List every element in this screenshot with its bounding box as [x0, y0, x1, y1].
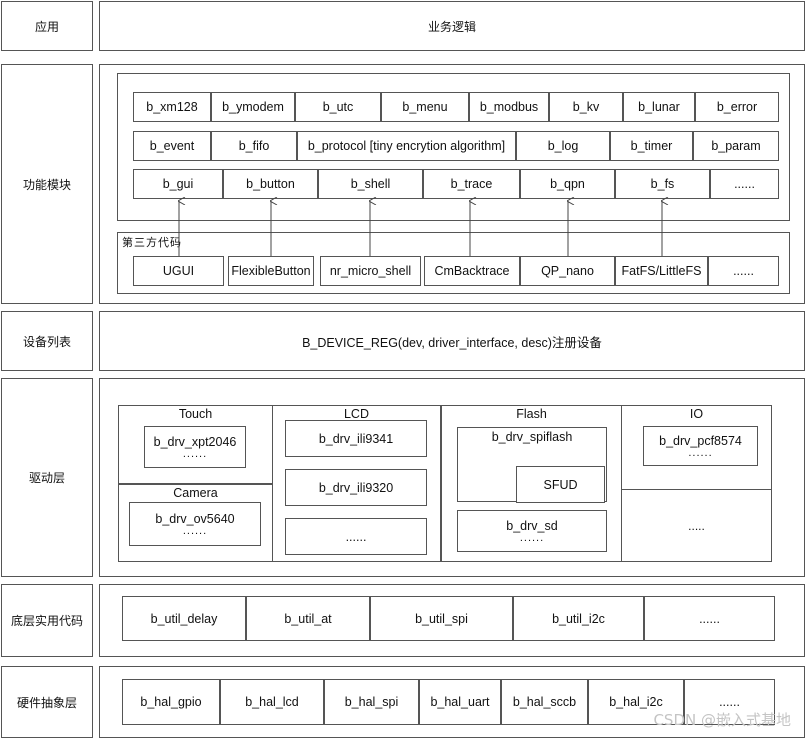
third-party-fatfs-littlefs: FatFS/LittleFS [615, 256, 708, 286]
module-b-menu: b_menu [381, 92, 469, 122]
hal-more: ...... [684, 679, 775, 725]
driver-flash-title: Flash [516, 407, 547, 421]
driver-ov5640: b_drv_ov5640...... [129, 502, 261, 546]
module-b-trace: b_trace [423, 169, 520, 199]
module-b-kv: b_kv [549, 92, 623, 122]
util-at: b_util_at [246, 596, 370, 641]
module-b-log: b_log [516, 131, 610, 161]
hal-gpio: b_hal_gpio [122, 679, 220, 725]
driver-lcd-more: ...... [285, 518, 427, 555]
driver-lcd-title: LCD [343, 407, 369, 421]
layer-label-app: 应用 [1, 1, 93, 51]
layer-label-util: 底层实用代码 [1, 584, 93, 657]
module-b-qpn: b_qpn [520, 169, 615, 199]
module-b-timer: b_timer [610, 131, 693, 161]
driver-sfud: SFUD [516, 466, 605, 503]
third-party-cmbacktrace: CmBacktrace [424, 256, 520, 286]
driver-spiflash-label: b_drv_spiflash [491, 430, 573, 444]
util-more: ...... [644, 596, 775, 641]
third-party-qp-nano: QP_nano [520, 256, 615, 286]
module-b-button: b_button [223, 169, 318, 199]
module-b-protocol: b_protocol [tiny encrytion algorithm] [297, 131, 516, 161]
third-party-flexiblebutton: FlexibleButton [228, 256, 314, 286]
third-party-nr-micro-shell: nr_micro_shell [320, 256, 421, 286]
module-b-gui: b_gui [133, 169, 223, 199]
driver-io-more: ..... [688, 519, 705, 533]
driver-camera-title: Camera [173, 486, 218, 500]
driver-ili9320: b_drv_ili9320 [285, 469, 427, 506]
driver-ili9341: b_drv_ili9341 [285, 420, 427, 457]
hal-lcd: b_hal_lcd [220, 679, 324, 725]
driver-io-divider [621, 489, 772, 490]
third-party-ugui: UGUI [133, 256, 224, 286]
hal-uart: b_hal_uart [419, 679, 501, 725]
module-b-fifo: b_fifo [211, 131, 297, 161]
third-party-more: ...... [708, 256, 779, 286]
module-b-lunar: b_lunar [623, 92, 695, 122]
hal-sccb: b_hal_sccb [501, 679, 588, 725]
driver-pcf8574: b_drv_pcf8574...... [643, 426, 758, 466]
watermark: CSDN @嵌入式基地 [653, 711, 791, 729]
driver-sd: b_drv_sd...... [457, 510, 607, 552]
module-more: ...... [710, 169, 779, 199]
module-b-event: b_event [133, 131, 211, 161]
hal-i2c: b_hal_i2c [588, 679, 684, 725]
util-i2c: b_util_i2c [513, 596, 644, 641]
module-b-modbus: b_modbus [469, 92, 549, 122]
module-b-xm128: b_xm128 [133, 92, 211, 122]
module-b-ymodem: b_ymodem [211, 92, 295, 122]
hal-spi: b_hal_spi [324, 679, 419, 725]
module-b-utc: b_utc [295, 92, 381, 122]
layer-label-hal: 硬件抽象层 [1, 666, 93, 738]
layer-label-device: 设备列表 [1, 311, 93, 371]
module-b-fs: b_fs [615, 169, 710, 199]
module-b-error: b_error [695, 92, 779, 122]
util-spi: b_util_spi [370, 596, 513, 641]
driver-xpt2046: b_drv_xpt2046...... [144, 426, 246, 468]
device-layer: B_DEVICE_REG(dev, driver_interface, desc… [99, 311, 805, 371]
layer-label-func: 功能模块 [1, 64, 93, 304]
module-b-param: b_param [693, 131, 779, 161]
third-party-title: 第三方代码 [122, 237, 182, 249]
driver-touch-title: Touch [178, 407, 213, 421]
app-layer: 业务逻辑 [99, 1, 805, 51]
layer-label-driver: 驱动层 [1, 378, 93, 577]
module-b-shell: b_shell [318, 169, 423, 199]
util-delay: b_util_delay [122, 596, 246, 641]
driver-io-title: IO [689, 407, 704, 421]
